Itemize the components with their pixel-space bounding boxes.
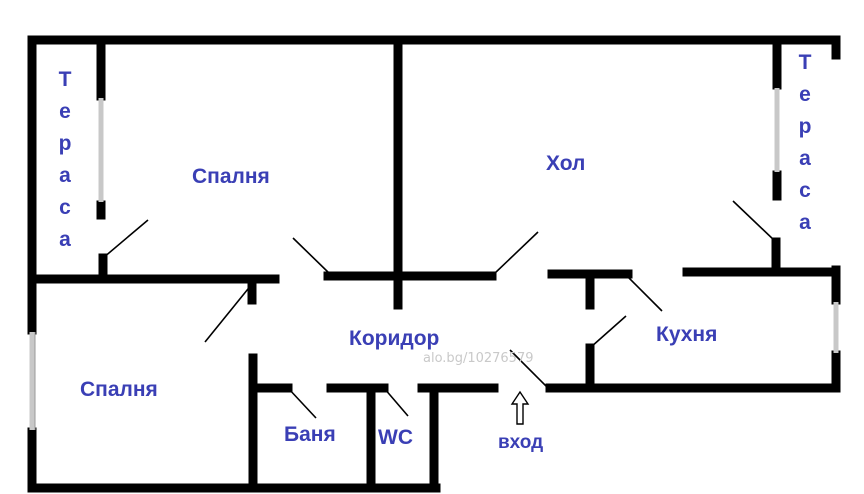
terrace-left-letter: а	[59, 164, 71, 187]
wc-label: WC	[378, 426, 413, 449]
terrace-left-letter: а	[59, 228, 71, 251]
terrace-right-letter: а	[799, 147, 811, 170]
windows	[29, 88, 839, 430]
terrace-right-letter: с	[799, 179, 811, 202]
exterior-walls	[27, 35, 841, 493]
corridor-label: Коридор	[349, 327, 439, 350]
entrance-arrow-icon	[510, 390, 530, 425]
watermark: alo.bg/10276579	[423, 351, 534, 366]
terrace-right-label: Т е р а с а	[799, 51, 812, 234]
terrace-right-letter: а	[799, 211, 811, 234]
terrace-left-letter: е	[59, 100, 71, 123]
kitchen-label: Кухня	[656, 323, 717, 346]
terrace-left-letter: с	[59, 196, 71, 219]
bedroom-bottom-label: Спалня	[80, 378, 158, 401]
entrance-label: вход	[498, 432, 543, 453]
door-swings	[102, 200, 777, 419]
terrace-left-label: Т е р а с а	[59, 68, 72, 251]
terrace-left-letter: р	[59, 132, 72, 155]
terrace-right-letter: Т	[799, 51, 812, 74]
window-stubs	[96, 39, 782, 220]
bathroom-label: Баня	[284, 423, 336, 446]
terrace-right-letter: е	[799, 83, 811, 106]
terrace-left-letter: Т	[59, 68, 72, 91]
terrace-right-letter: р	[799, 115, 812, 138]
living-room-label: Хол	[546, 152, 585, 175]
interior-walls	[27, 35, 841, 493]
bedroom-top-label: Спалня	[192, 165, 270, 188]
